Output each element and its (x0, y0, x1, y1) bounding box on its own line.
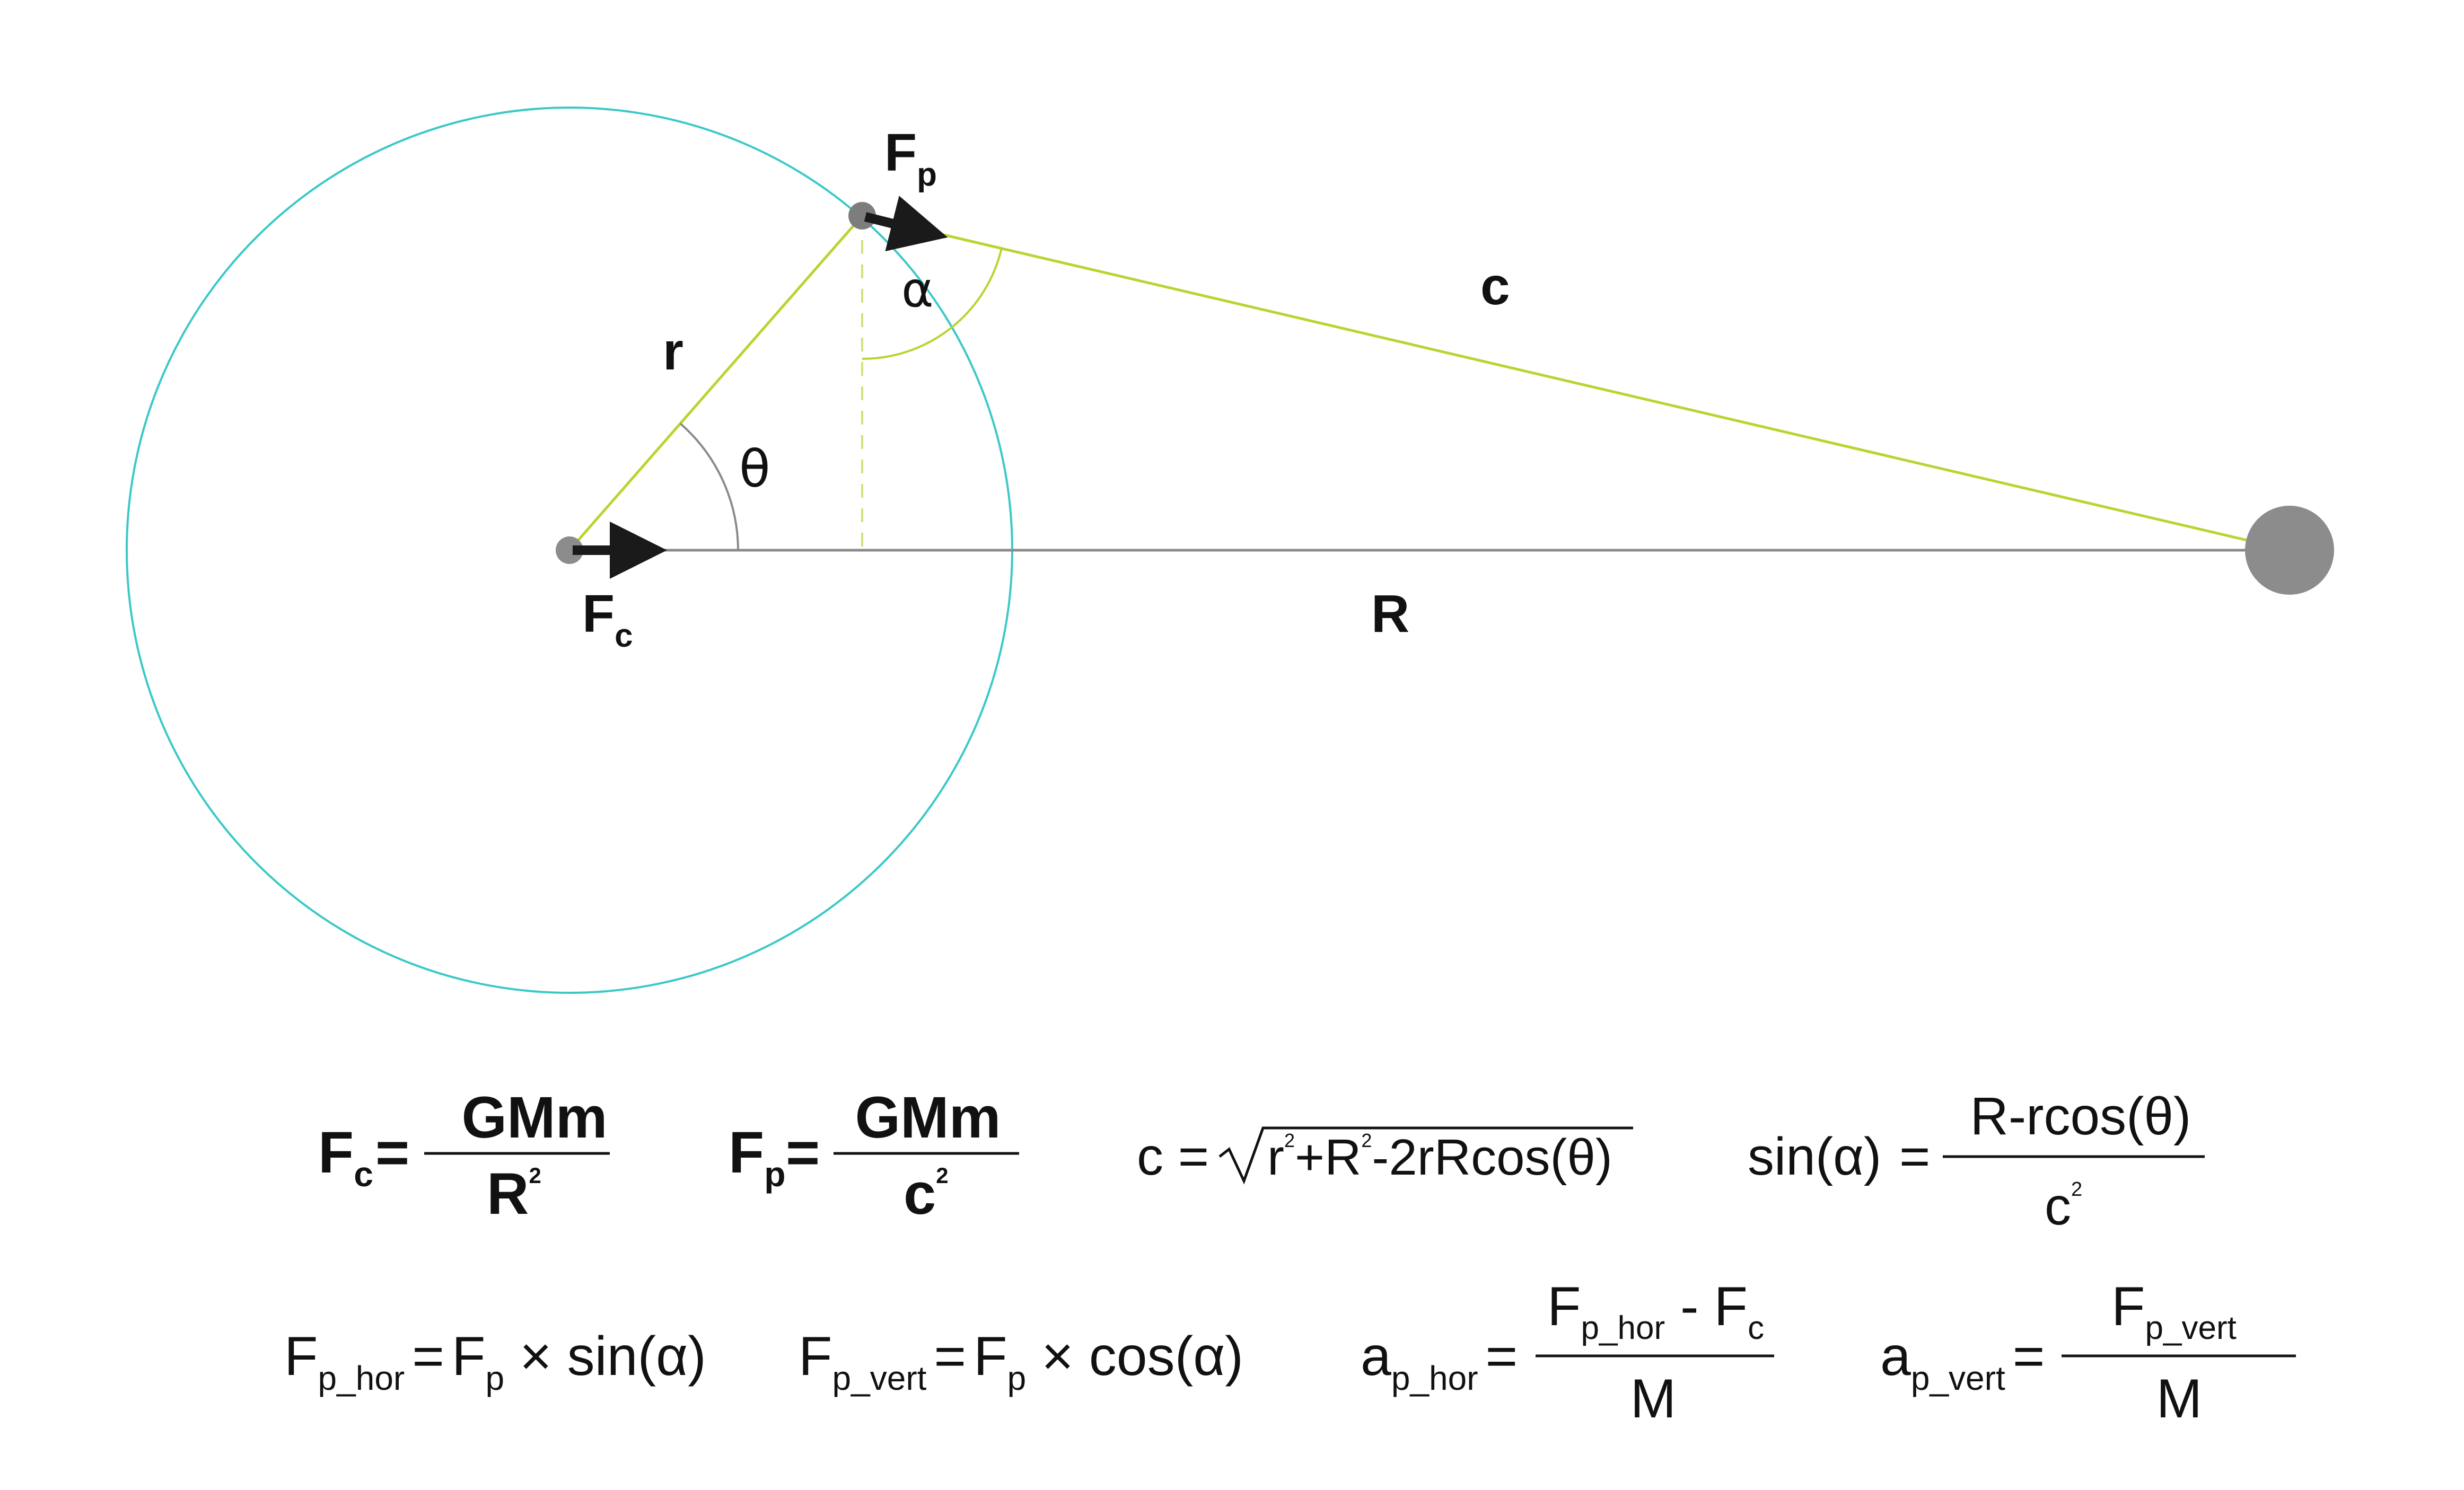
formula-sin-num: R-rcos(θ) (1970, 1087, 2191, 1146)
formula-avert-num-sub: p_vert (2145, 1310, 2237, 1346)
formula-fp: Fp = GMm c2 (729, 1085, 1019, 1227)
label-r: r (663, 322, 683, 381)
formula-c-definition: c = r2+R2-2rRcos(θ) (1137, 1126, 1633, 1186)
formula-avert-lhs: a (1880, 1326, 1911, 1387)
distance-line-c (862, 214, 2290, 552)
formula-c-rest: -2rRcos(θ) (1372, 1129, 1612, 1186)
svg-text:Fp: Fp (729, 1120, 786, 1194)
formula-sin-alpha: sin(α) = R-rcos(θ) c2 (1748, 1087, 2205, 1236)
radical-sign (1218, 1126, 1633, 1185)
formula-avert-eq: = (2013, 1326, 2045, 1387)
label-fp-sub: p (917, 156, 937, 193)
formula-fphor-eq: = (412, 1326, 444, 1387)
formula-sin-lhs: sin(α) (1748, 1127, 1881, 1186)
formula-fp-den: c (904, 1161, 936, 1227)
formula-fphor-rhs-rest: × sin(α) (504, 1326, 706, 1387)
formula-fpvert-eq: = (934, 1326, 966, 1387)
label-fp: Fp (884, 123, 937, 193)
label-fp-main: F (884, 123, 917, 182)
formula-fphor-lhs: F (284, 1326, 318, 1387)
formula-avert-num: F (2111, 1276, 2145, 1337)
svg-text:R2: R2 (487, 1161, 541, 1227)
svg-text:Fc: Fc (318, 1120, 373, 1194)
formula-fp-num: GMm (855, 1085, 1001, 1150)
formula-fp-vert: Fp_vert=Fp × cos(α) (799, 1326, 1243, 1397)
formula-ahor-lhs: a (1361, 1326, 1391, 1387)
formula-fc-den-sup: 2 (529, 1163, 541, 1188)
formula-fc-num: GMm (462, 1085, 608, 1150)
formula-fphor-rhs-sub: p (485, 1359, 504, 1397)
svg-text:Fp_vert=Fp × cos(α): Fp_vert=Fp × cos(α) (799, 1326, 1243, 1397)
formula-fpvert-lhs: F (799, 1326, 832, 1387)
svg-text:r2+R2-2rRcos(θ): r2+R2-2rRcos(θ) (1267, 1129, 1612, 1186)
label-fc-sub: c (615, 618, 633, 654)
formula-c-lhs: c = (1137, 1127, 1209, 1186)
formula-ahor-den: M (1630, 1368, 1677, 1430)
svg-text:ap_vert=: ap_vert= (1880, 1326, 2045, 1397)
alpha-angle-arc (862, 248, 1003, 360)
theta-angle-arc (679, 422, 739, 551)
svg-text:ap_hor=: ap_hor= (1361, 1326, 1518, 1397)
formula-c-r: r (1267, 1129, 1284, 1186)
formula-fc: Fc = GMm R2 (318, 1085, 610, 1227)
formula-fpvert-rhs-sub: p (1007, 1359, 1027, 1397)
label-R: R (1371, 584, 1409, 643)
formula-ahor-num-sub: p_hor (1581, 1310, 1665, 1346)
formula-fpvert-rhs-rest: × cos(α) (1026, 1326, 1243, 1387)
formula-ahor-num: F (1547, 1276, 1581, 1337)
formula-fpvert-lhs-sub: p_vert (832, 1359, 927, 1397)
label-alpha: α (901, 261, 934, 318)
distant-body (2245, 506, 2334, 595)
formula-fp-lhs-sub: p (764, 1154, 785, 1194)
formula-ahor-eq: = (1486, 1326, 1518, 1387)
formula-avert-lhs-sub: p_vert (1911, 1359, 2005, 1397)
label-c: c (1480, 257, 1510, 316)
formula-fphor-lhs-sub: p_hor (318, 1359, 405, 1397)
svg-text:c2: c2 (2045, 1177, 2082, 1236)
formula-a-vert: ap_vert= Fp_vert M (1880, 1276, 2296, 1430)
label-fc-main: F (582, 584, 615, 643)
formula-fpvert-rhs: F (974, 1326, 1007, 1387)
formula-c-R-sup: 2 (1361, 1130, 1372, 1151)
svg-text:c2: c2 (904, 1161, 949, 1227)
formula-fphor-rhs: F (452, 1326, 486, 1387)
svg-text:Fp_vert: Fp_vert (2111, 1276, 2237, 1346)
formula-fc-eq: = (375, 1120, 409, 1185)
label-fc: Fc (582, 584, 633, 654)
svg-text:Fp_hor - Fc: Fp_hor - Fc (1547, 1276, 1764, 1346)
formula-fc-den: R (487, 1161, 529, 1227)
svg-text:Fp_hor=Fp × sin(α): Fp_hor=Fp × sin(α) (284, 1326, 706, 1397)
label-theta: θ (739, 439, 770, 499)
formula-fp-hor: Fp_hor=Fp × sin(α) (284, 1326, 706, 1397)
force-arrow-fp (864, 196, 948, 252)
formula-a-hor: ap_hor= Fp_hor - Fc M (1361, 1276, 1774, 1430)
formula-avert-den: M (2156, 1368, 2203, 1430)
formula-c-r-sup: 2 (1284, 1130, 1295, 1151)
formula-fc-lhs-sub: c (354, 1154, 373, 1194)
formula-sin-den-sup: 2 (2071, 1178, 2082, 1201)
radius-line-r (568, 215, 863, 551)
formula-fp-lhs: F (729, 1120, 764, 1185)
formula-ahor-num-sub2: c (1748, 1310, 1764, 1346)
formula-fp-den-sup: 2 (936, 1163, 948, 1188)
central-body-dot (556, 536, 583, 564)
formula-fp-eq: = (786, 1120, 820, 1185)
formula-ahor-num-mid: - F (1665, 1276, 1748, 1337)
formula-c-plus-R: +R (1295, 1129, 1361, 1186)
formula-sin-eq: = (1899, 1127, 1930, 1186)
formula-sin-den: c (2045, 1177, 2071, 1236)
formula-fc-lhs: F (318, 1120, 354, 1185)
formula-ahor-lhs-sub: p_hor (1391, 1359, 1478, 1397)
